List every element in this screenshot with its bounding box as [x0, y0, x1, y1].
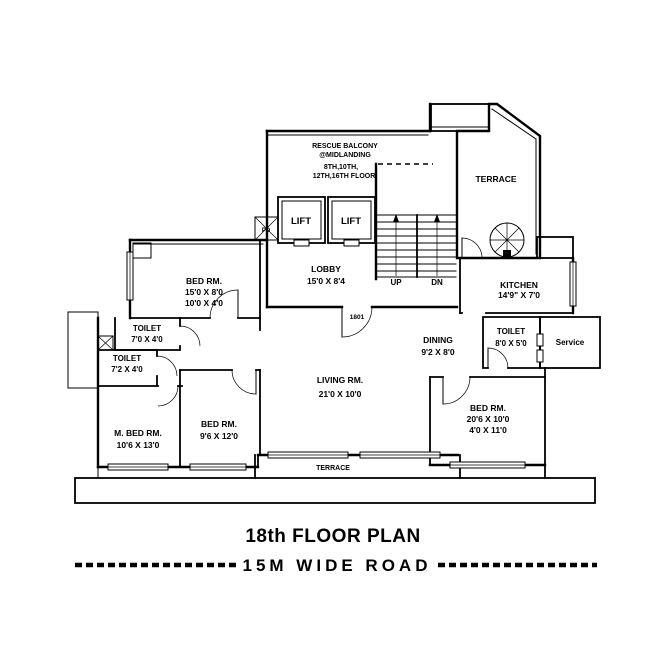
- room-dims-living: 21'0 X 10'0: [319, 389, 362, 399]
- room-label-terrace-upper: TERRACE: [475, 174, 516, 184]
- rescue-note-line4: 12TH,16TH FLOOR: [313, 173, 376, 180]
- room-dims-toilet1: 7'0 X 4'0: [131, 335, 163, 344]
- room-label-bed1: BED RM.: [186, 276, 222, 286]
- spiral-staircase: [489, 222, 525, 258]
- room-dims-dining: 9'2 X 8'0: [421, 347, 455, 357]
- rescue-note-line3: 8TH,10TH,: [324, 164, 358, 171]
- room-dims-toilet3: 8'0 X 5'0: [495, 339, 527, 348]
- stair-up-label: UP: [390, 278, 402, 287]
- entrance-door: [341, 306, 373, 338]
- duct-label: PD: [262, 228, 271, 234]
- room-label-lift1: LIFT: [291, 216, 311, 227]
- bedroom-walls: [96, 317, 261, 469]
- room-dims-kitchen: 14'9" X 7'0: [498, 290, 540, 300]
- kitchen-walls: [459, 236, 575, 315]
- room-label-lobby: LOBBY: [311, 264, 341, 274]
- road-label: 15M WIDE ROAD: [243, 556, 432, 575]
- rescue-note-line2: @MIDLANDING: [319, 152, 371, 159]
- room-label-bed2: BED RM.: [201, 419, 237, 429]
- room-label-terrace-lower: TERRACE: [316, 465, 350, 472]
- room-label-toilet1: TOILET: [133, 324, 161, 333]
- footer-title-block: 18th FLOOR PLAN 15M WIDE ROAD: [75, 526, 597, 575]
- room-label-toilet2: TOILET: [113, 354, 141, 363]
- rescue-note-line1: RESCUE BALCONY: [312, 143, 378, 150]
- terrace-door: [461, 237, 483, 259]
- room-label-toilet3: TOILET: [497, 327, 525, 336]
- flat-number-label: 1801: [350, 314, 365, 321]
- room-dims-lobby: 15'0 X 8'4: [307, 276, 345, 286]
- room-dims-master-bed: 10'6 X 13'0: [117, 440, 160, 450]
- room-label-lift2: LIFT: [341, 216, 361, 227]
- labels: RESCUE BALCONY @MIDLANDING 8TH,10TH, 12T…: [111, 143, 584, 472]
- room-label-dining: DINING: [423, 335, 453, 345]
- room-dims2-bed1: 10'0 X 4'0: [185, 298, 223, 308]
- lower-terrace-walls: [74, 466, 596, 504]
- toilet1-walls: [97, 317, 201, 351]
- room-dims1-bed3: 20'6 X 10'0: [467, 414, 510, 424]
- room-label-master-bed: M. BED RM.: [114, 428, 162, 438]
- room-dims1-bed1: 15'0 X 8'0: [185, 287, 223, 297]
- room-label-kitchen: KITCHEN: [500, 280, 538, 290]
- windows: [107, 251, 577, 471]
- top-block-walls: [265, 102, 542, 309]
- plan-title: 18th FLOOR PLAN: [245, 526, 420, 547]
- room-dims-toilet2: 7'2 X 4'0: [111, 365, 143, 374]
- room-dims2-bed3: 4'0 X 11'0: [469, 425, 507, 435]
- room-label-living: LIVING RM.: [317, 375, 363, 385]
- stair-dn-label: DN: [431, 278, 443, 287]
- room-label-bed3: BED RM.: [470, 403, 506, 413]
- service-walls: [536, 316, 601, 378]
- staircase: [376, 214, 457, 278]
- room-dims-bed2: 9'6 X 12'0: [200, 431, 238, 441]
- room-label-service: Service: [556, 338, 585, 347]
- planter-strip: [67, 311, 99, 389]
